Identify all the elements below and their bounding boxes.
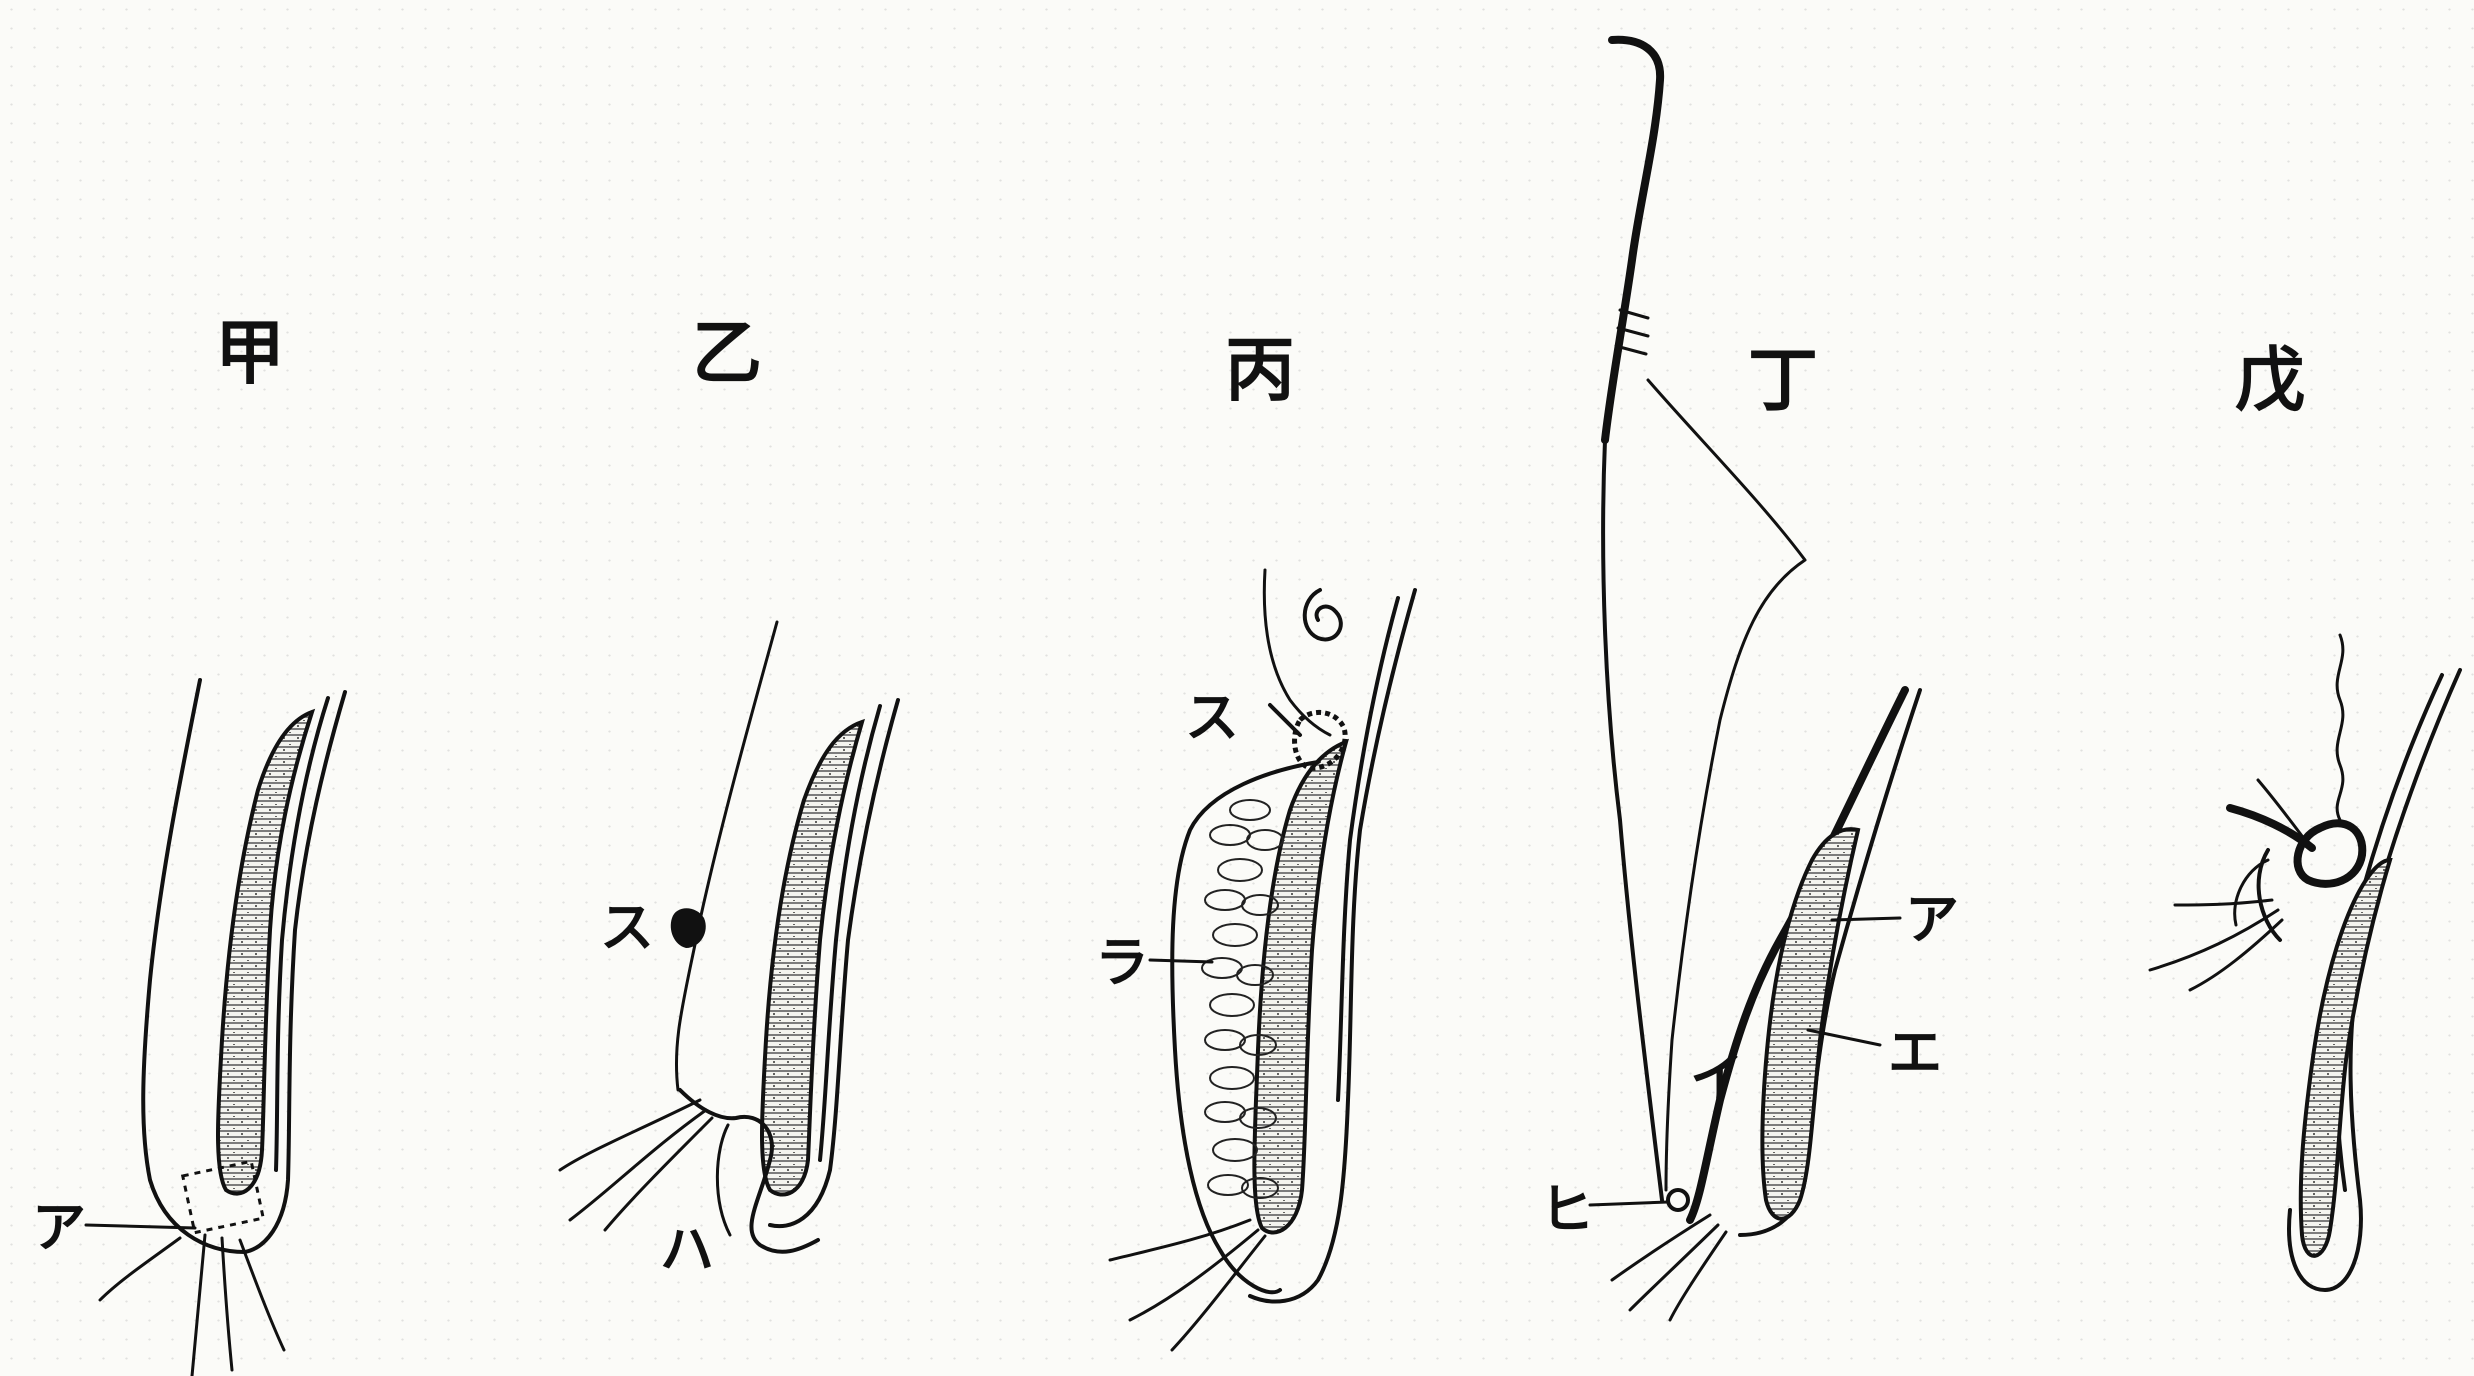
figure-hei-label-ra: ラ xyxy=(1095,935,1149,989)
figure-otsu-title: 乙 xyxy=(692,318,762,388)
figure-kou-title: 甲 xyxy=(215,318,285,388)
figure-hei-title: 丙 xyxy=(1225,335,1295,405)
figure-bo-drawing xyxy=(2150,635,2460,1290)
figure-tei-label-hi: ヒ xyxy=(1540,1182,1594,1236)
figure-tei-title: 丁 xyxy=(1748,345,1818,415)
figure-tei-label-i: イ xyxy=(1690,1050,1744,1104)
figure-bo-title: 戊 xyxy=(2235,345,2305,415)
figure-tei-drawing xyxy=(1590,40,1920,1320)
figure-tei-label-a: ア xyxy=(1905,892,1959,946)
figure-kou-label-a: ア xyxy=(32,1200,86,1254)
figure-hei-drawing xyxy=(1110,570,1415,1350)
figure-tei-label-e: エ xyxy=(1888,1025,1942,1079)
figure-otsu-label-ha: ハ xyxy=(660,1222,714,1276)
figure-hei-label-su: ス xyxy=(1185,690,1239,744)
figure-kou-drawing xyxy=(86,680,345,1376)
figure-otsu-label-su: ス xyxy=(600,900,654,954)
